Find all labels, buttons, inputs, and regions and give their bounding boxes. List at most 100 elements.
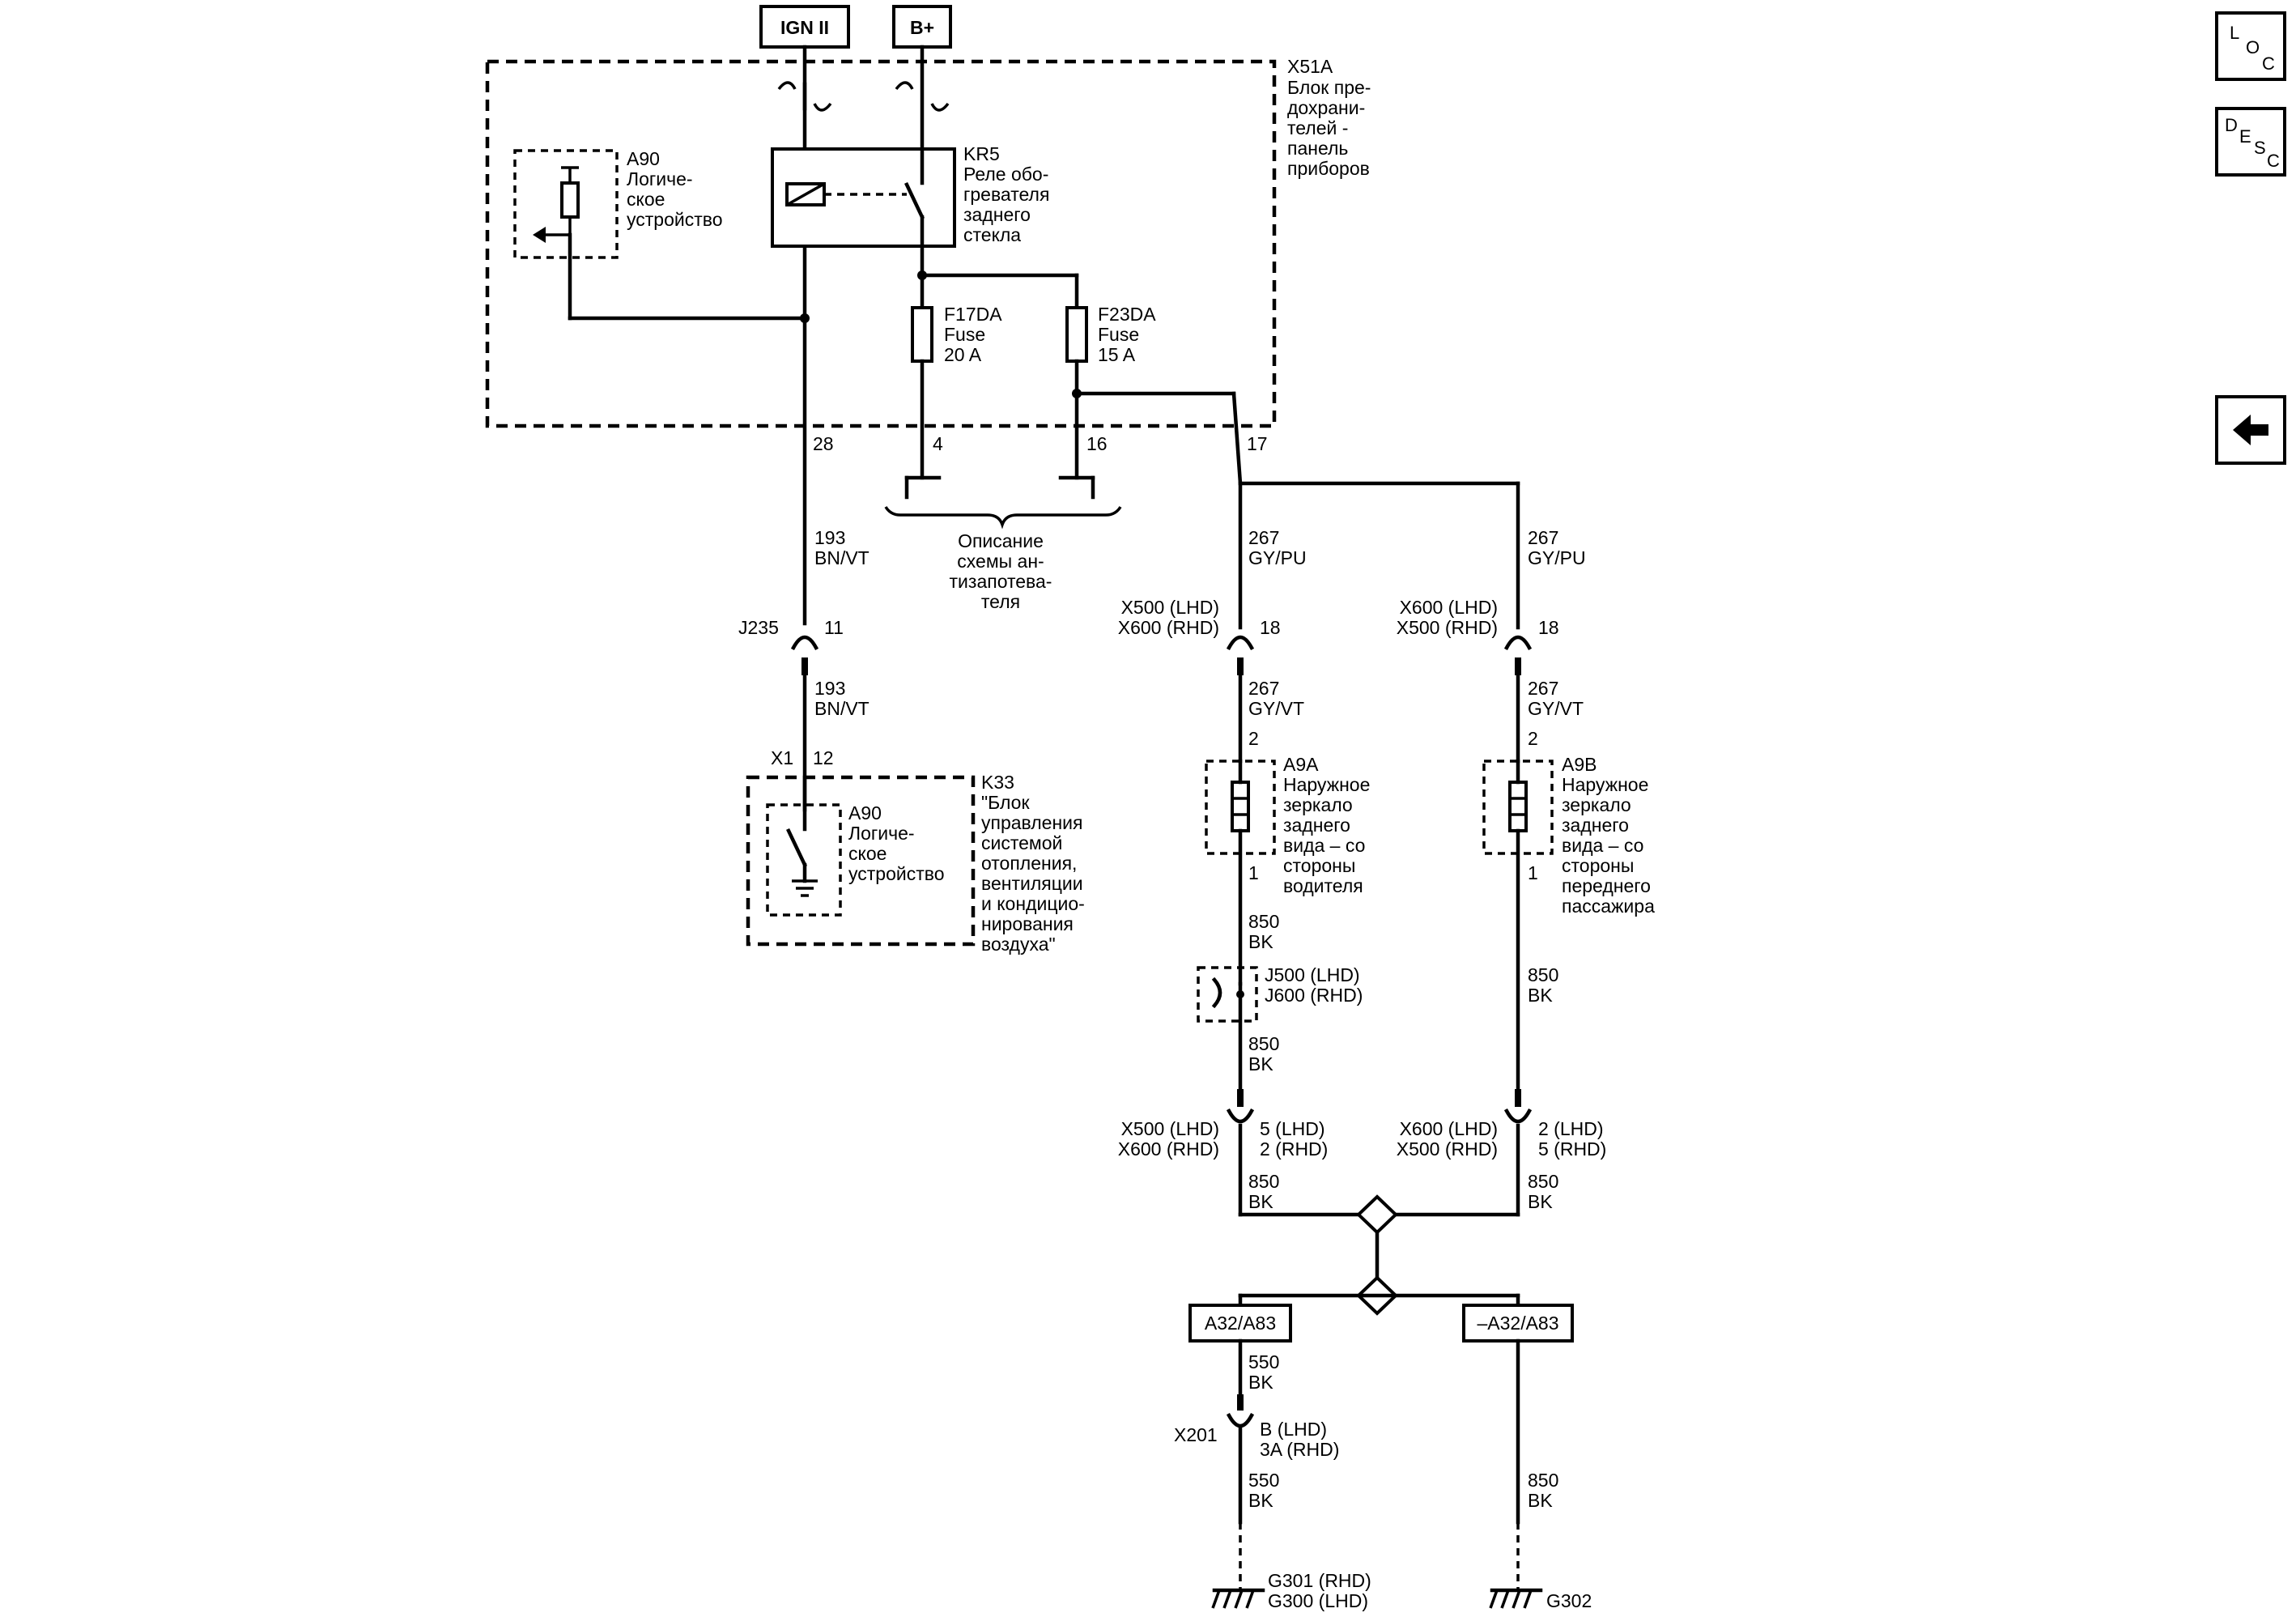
svg-text:18: 18 [1538, 617, 1559, 638]
svg-text:и кондицио-: и кондицио- [981, 893, 1085, 914]
splice-j500-label: J500 (LHD) J600 (RHD) [1265, 964, 1363, 1006]
svg-text:GY/PU: GY/PU [1528, 547, 1586, 568]
svg-text:20 A: 20 A [944, 344, 982, 365]
svg-text:GY/VT: GY/VT [1248, 698, 1304, 719]
ground-right-label: G302 [1546, 1590, 1592, 1611]
svg-text:BK: BK [1248, 1490, 1273, 1511]
svg-text:стороны: стороны [1283, 855, 1355, 876]
svg-text:Наружное: Наружное [1562, 774, 1648, 795]
svg-text:550: 550 [1248, 1351, 1279, 1372]
connector-left-top: X500 (LHD) X600 (RHD) 18 [1118, 597, 1281, 764]
svg-text:193: 193 [814, 527, 845, 548]
svg-text:ское: ское [848, 843, 887, 864]
fuse-block-x51a-outline [485, 59, 1277, 428]
k33-label: K33 "Блок управления системой отопления,… [981, 772, 1085, 955]
wire-193-label-upper: 193 BN/VT [814, 527, 870, 568]
svg-text:BN/VT: BN/VT [814, 547, 870, 568]
relay-kr5-switch [904, 147, 925, 278]
svg-text:тизапотева-: тизапотева- [950, 571, 1052, 592]
svg-text:BK: BK [1248, 1191, 1273, 1212]
svg-text:X600 (RHD): X600 (RHD) [1118, 1138, 1219, 1160]
svg-text:F17DA: F17DA [944, 304, 1002, 325]
svg-text:X1: X1 [771, 747, 793, 768]
svg-text:850: 850 [1528, 964, 1558, 985]
wire-267-vt-left-label: 267 GY/VT [1248, 678, 1304, 719]
wire-267-pu-right-label: 267 GY/PU [1528, 527, 1586, 568]
ign-splice-dot [800, 313, 810, 323]
ign-ii-label: IGN II [780, 17, 829, 38]
pin-28: 28 [813, 433, 834, 454]
svg-text:стороны: стороны [1562, 855, 1634, 876]
svg-text:BN/VT: BN/VT [814, 698, 870, 719]
a90-bottom-switch [786, 775, 818, 897]
svg-text:гревателя: гревателя [963, 184, 1049, 205]
option-a32-a83-box: A32/A83 [1188, 1304, 1292, 1343]
svg-text:X201: X201 [1174, 1424, 1218, 1445]
svg-text:267: 267 [1528, 678, 1558, 699]
connector-left-bottom: X500 (LHD) X600 (RHD) 5 (LHD) 2 (RHD) [1118, 1089, 1328, 1217]
wire-850-left-label-3: 850 BK [1248, 1171, 1279, 1212]
svg-text:заднего: заднего [1283, 815, 1350, 836]
svg-text:J500 (LHD): J500 (LHD) [1265, 964, 1360, 985]
relay-kr5-coil [785, 182, 907, 206]
svg-text:системой: системой [981, 832, 1062, 853]
svg-text:550: 550 [1248, 1470, 1279, 1491]
svg-text:GY/VT: GY/VT [1528, 698, 1584, 719]
svg-text:15 A: 15 A [1098, 344, 1136, 365]
mirror-a9b-pin-bot: 1 [1528, 862, 1538, 883]
wire-550-label-upper: 550 BK [1248, 1351, 1279, 1393]
svg-text:G301 (RHD): G301 (RHD) [1268, 1570, 1371, 1591]
svg-text:устройство: устройство [627, 209, 723, 230]
fuse-f23da [1065, 306, 1088, 480]
svg-text:850: 850 [1248, 1033, 1279, 1054]
svg-text:267: 267 [1528, 527, 1558, 548]
svg-text:BK: BK [1528, 1191, 1553, 1212]
svg-text:управления: управления [981, 812, 1082, 833]
back-button[interactable] [2215, 395, 2286, 465]
connector-x201: X201 B (LHD) 3A (RHD) [1174, 1394, 1339, 1525]
svg-text:теля: теля [981, 591, 1020, 612]
wire-850-right-label-2: 850 BK [1528, 1171, 1558, 1212]
mirror-a9b-heater [1508, 759, 1528, 1091]
svg-text:нирования: нирования [981, 913, 1074, 934]
svg-text:вентиляции: вентиляции [981, 873, 1083, 894]
svg-text:Блок пре-: Блок пре- [1287, 77, 1371, 98]
wire-850-left-label-1: 850 BK [1248, 911, 1279, 952]
wire-267-vt-right-label: 267 GY/VT [1528, 678, 1584, 719]
svg-text:B (LHD): B (LHD) [1260, 1419, 1327, 1440]
wire-850-right-label-3: 850 BK [1528, 1470, 1558, 1511]
mirror-a9b-pin-top: 2 [1528, 728, 1538, 749]
svg-text:заднего: заднего [963, 204, 1031, 225]
svg-text:переднего: переднего [1562, 875, 1651, 896]
svg-text:вида – со: вида – со [1562, 835, 1643, 856]
mirror-a9b-label: A9B Наружное зеркало заднего вида – со с… [1562, 754, 1655, 917]
svg-text:стекла: стекла [963, 224, 1021, 245]
b-plus-label: B+ [910, 17, 934, 38]
wire-267-pu-left-label: 267 GY/PU [1248, 527, 1307, 568]
defog-reference-brace [884, 506, 1122, 530]
svg-text:X500 (LHD): X500 (LHD) [1121, 597, 1219, 618]
svg-text:водителя: водителя [1283, 875, 1363, 896]
svg-text:отопления,: отопления, [981, 853, 1077, 874]
loc-button[interactable]: L O C [2215, 11, 2286, 81]
svg-text:"Блок: "Блок [981, 792, 1030, 813]
a90-bottom-label: A90 Логиче- ское устройство [848, 802, 945, 884]
svg-text:5 (LHD): 5 (LHD) [1260, 1118, 1325, 1139]
svg-text:X600 (LHD): X600 (LHD) [1400, 597, 1498, 618]
svg-text:схемы ан-: схемы ан- [957, 551, 1044, 572]
svg-text:BK: BK [1528, 985, 1553, 1006]
svg-text:пассажира: пассажира [1562, 896, 1655, 917]
wire-850-left-label-2: 850 BK [1248, 1033, 1279, 1074]
desc-button[interactable]: D E S C [2215, 107, 2286, 177]
svg-text:G300 (LHD): G300 (LHD) [1268, 1590, 1368, 1611]
svg-text:BK: BK [1528, 1490, 1553, 1511]
svg-text:18: 18 [1260, 617, 1281, 638]
fuse-block-x51a-label: X51A Блок пре- дохрани- телей - панель п… [1287, 56, 1371, 179]
svg-text:телей -: телей - [1287, 117, 1348, 138]
mirror-a9a-label: A9A Наружное зеркало заднего вида – со с… [1283, 754, 1370, 896]
svg-text:J600 (RHD): J600 (RHD) [1265, 985, 1363, 1006]
svg-text:BK: BK [1248, 1372, 1273, 1393]
svg-text:устройство: устройство [848, 863, 945, 884]
svg-text:A9B: A9B [1562, 754, 1597, 775]
option-not-a32-a83-box: –A32/A83 [1462, 1304, 1574, 1343]
